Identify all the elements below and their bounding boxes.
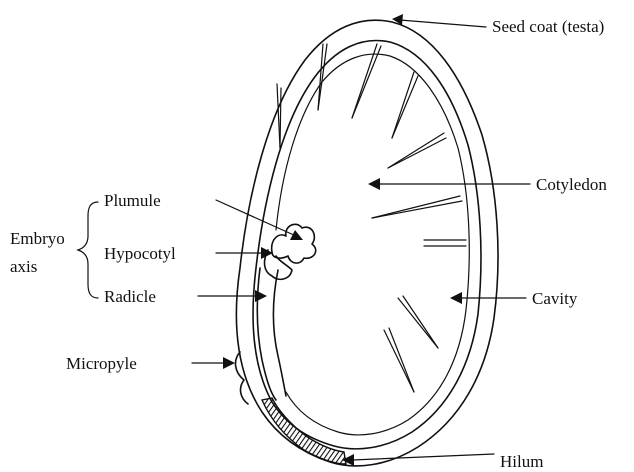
plumule-shape [272,224,316,263]
label-seed-coat: Seed coat (testa) [492,17,604,36]
crack-line [384,330,414,392]
arrowhead-radicle [255,290,267,302]
crack-line [372,196,460,218]
crack-line [392,72,414,138]
seed-coat-inner-outline [253,41,481,449]
leader-hilum [352,454,494,460]
crack-line [398,298,438,348]
crack-line [277,84,280,148]
label-cotyledon: Cotyledon [536,175,607,194]
crack-line [389,328,414,392]
crack-line [372,201,462,218]
crack-line [403,296,438,348]
label-plumule: Plumule [104,191,161,210]
arrowhead-cotyledon [368,178,380,190]
arrowhead-plumule [290,230,303,240]
crack-line [392,76,418,138]
leader-plumule [216,200,296,236]
cotyledon-boundary [276,54,469,435]
crack-line [280,88,281,148]
radicle-shape [257,268,286,400]
arrowhead-cavity [450,292,462,304]
label-hilum: Hilum [500,452,543,471]
label-axis: axis [10,257,37,276]
label-cavity: Cavity [532,289,578,308]
cotyledon-crack-lines [277,44,466,392]
label-micropyle: Micropyle [66,354,137,373]
label-embryo: Embryo [10,229,65,248]
label-hypocotyl: Hypocotyl [104,244,176,263]
leader-seed-coat [400,20,486,27]
embryo-axis-brace [78,202,98,298]
label-radicle: Radicle [104,287,156,306]
crack-line [388,133,444,168]
crack-line [388,138,446,168]
arrowhead-micropyle [223,357,235,369]
